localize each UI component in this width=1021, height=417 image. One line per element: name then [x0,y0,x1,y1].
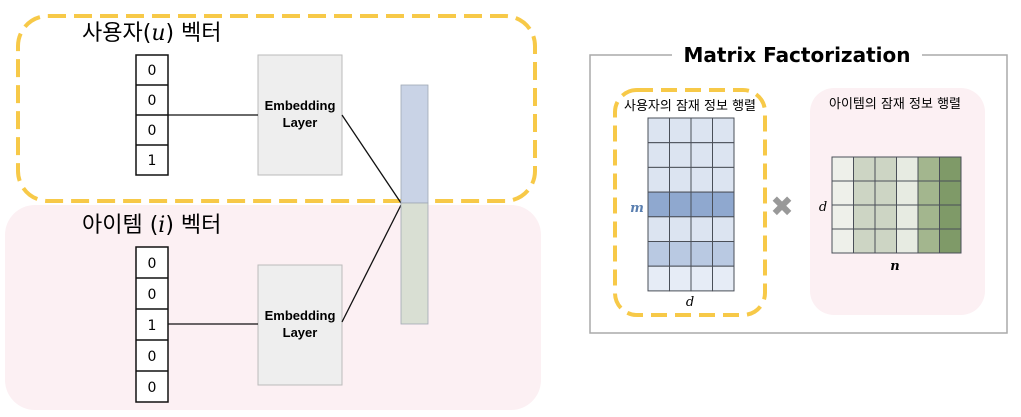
item-vector-cell: 0 [148,256,157,272]
user-matrix-cell [669,142,692,168]
item-one-hot-vector: 0 0 1 0 0 [135,246,169,403]
item-matrix-cell [939,204,962,230]
user-matrix-cell [647,117,670,144]
user-matrix-cell [690,265,713,292]
item-matrix-cell [939,180,962,206]
mf-title: Matrix Factorization [684,43,911,67]
user-matrix-cell [669,241,692,267]
item-vector-cell: 0 [148,287,157,303]
item-matrix-cell [896,180,919,206]
user-embedding-to-concat [341,114,402,204]
item-embedding-label: Layer [283,325,318,340]
item-matrix-cell [917,156,940,182]
item-matrix-cell [853,204,876,230]
user-matrix-cell [669,191,692,218]
item-matrix-cell [874,156,897,182]
user-vector-cell: 0 [148,93,157,109]
user-matrix-cell [669,216,692,243]
user-matrix-cell [647,265,670,292]
item-matrix-cell [831,204,854,230]
user-matrix-cell [647,191,670,218]
user-matrix-cell [712,117,735,144]
user-vector-cell: 0 [148,63,157,79]
item-matrix-col-label: n [890,259,899,274]
item-matrix-cell [896,204,919,230]
user-matrix-cell [647,166,670,193]
mf-frame [589,54,1008,334]
item-matrix-cell [831,180,854,206]
item-matrix-cell [917,228,940,254]
item-embedding-layer [257,264,343,386]
user-matrix-cell [690,216,713,243]
user-matrix-cell [690,117,713,144]
item-vector-cell: 0 [148,349,157,365]
user-embedding-label: Embedding [265,98,336,113]
item-matrix-cell [853,228,876,254]
item-embedding-to-concat [341,204,402,323]
item-matrix-cell [896,156,919,182]
item-matrix-cell [831,156,854,182]
item-matrix-cell [917,180,940,206]
user-latent-matrix [647,117,735,292]
user-vector-title: 사용자(u) 벡터 [82,21,222,46]
item-vector-cell: 0 [148,380,157,396]
item-matrix-title: 아이템의 잠재 정보 행렬 [829,96,961,112]
user-matrix-cell [690,166,713,193]
user-embedding-label: Layer [283,115,318,130]
item-matrix-cell [874,228,897,254]
user-matrix-cell [690,142,713,168]
user-matrix-cell [690,241,713,267]
item-embedding-label: Embedding [265,308,336,323]
item-matrix-row-label: d [819,200,827,215]
item-matrix-cell [853,180,876,206]
multiply-icon: ✖ [770,190,793,223]
item-vector-title: 아이템 (i) 벡터 [82,213,221,238]
user-matrix-cell [647,241,670,267]
item-vector-cell: 1 [148,318,157,334]
item-matrix-cell [831,228,854,254]
item-matrix-cell [896,228,919,254]
user-matrix-cell [669,166,692,193]
user-matrix-title: 사용자의 잠재 정보 행렬 [624,98,756,114]
user-matrix-cell [712,166,735,193]
user-matrix-cell [647,142,670,168]
item-latent-matrix [831,156,962,254]
user-matrix-cell [712,265,735,292]
user-vector-cell: 1 [148,153,157,169]
item-matrix-cell [939,228,962,254]
user-one-hot-vector: 0 0 0 1 [135,54,169,176]
item-matrix-cell [853,156,876,182]
user-matrix-cell [712,191,735,218]
item-matrix-cell [874,180,897,206]
concat-user-embedding [400,84,429,204]
user-matrix-col-label: d [686,295,694,310]
user-matrix-cell [712,241,735,267]
item-matrix-cell [939,156,962,182]
user-matrix-row-label: m [630,201,644,216]
user-matrix-cell [712,216,735,243]
user-matrix-cell [712,142,735,168]
item-matrix-cell [917,204,940,230]
item-matrix-cell [874,204,897,230]
user-matrix-cell [669,117,692,144]
user-matrix-cell [669,265,692,292]
user-vector-cell: 0 [148,123,157,139]
user-matrix-cell [647,216,670,243]
concat-item-embedding [400,202,429,325]
user-matrix-cell [690,191,713,218]
